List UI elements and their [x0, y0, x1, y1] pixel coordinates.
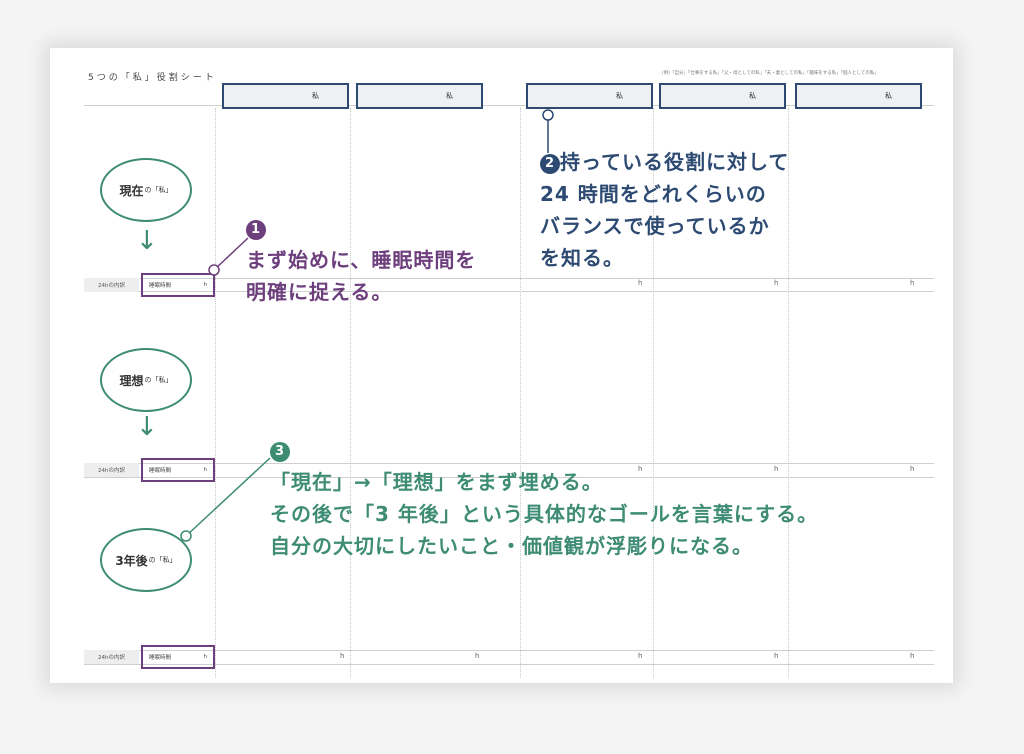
sheet-title: 5つの「私」役割シート — [88, 73, 217, 83]
row-label: 24hの内訳 — [84, 463, 139, 477]
callout-1: 1 まず始めに、睡眠時間を 明確に捉える。 — [246, 220, 477, 304]
hours-unit: h — [638, 465, 643, 473]
role-header-box: 私 — [356, 83, 483, 109]
callout-3: 3 「現在」→「理想」をまず埋める。 その後で「3 年後」という具体的なゴールを… — [270, 442, 819, 558]
hours-unit: h — [910, 465, 915, 473]
role-header-box: 私 — [659, 83, 786, 109]
row-rule — [84, 477, 934, 478]
hours-unit: h — [774, 279, 779, 287]
callout-leaders — [180, 109, 554, 542]
hours-unit: h — [910, 652, 915, 660]
hours-unit: h — [340, 652, 345, 660]
callout-number: 2 — [540, 154, 560, 174]
column-divider — [520, 108, 521, 678]
role-header-box: 私 — [526, 83, 653, 109]
row-rule — [84, 664, 934, 665]
row-rule — [84, 650, 934, 651]
row-label: 24hの内訳 — [84, 278, 139, 292]
role-header-box: 私 — [795, 83, 922, 109]
down-arrow-icon: ↓ — [136, 226, 158, 256]
hours-unit: h — [774, 465, 779, 473]
callout-number: 3 — [270, 442, 290, 462]
stage-circle-ideal: 理想の「私」 — [100, 348, 192, 412]
column-divider — [350, 108, 351, 678]
header-rule — [84, 105, 934, 106]
role-header-box: 私 — [222, 83, 349, 109]
hours-unit: h — [638, 652, 643, 660]
column-divider — [215, 108, 216, 678]
stage-circle-3-years: 3年後の「私」 — [100, 528, 192, 592]
hours-unit: h — [475, 652, 480, 660]
hours-unit: h — [638, 279, 643, 287]
down-arrow-icon: ↓ — [136, 412, 158, 442]
role-sheet: 5つの「私」役割シート (例)「自分」「仕事をする私」「父・母としての私」「夫・… — [50, 48, 953, 683]
column-divider — [653, 108, 654, 678]
example-note: (例)「自分」「仕事をする私」「父・母としての私」「夫・妻としての私」「趣味をす… — [662, 71, 879, 76]
hours-unit: h — [774, 652, 779, 660]
row-rule — [84, 278, 934, 279]
row-label: 24hの内訳 — [84, 650, 139, 664]
row-rule — [84, 291, 934, 292]
column-divider — [788, 108, 789, 678]
stage-circle-current: 現在の「私」 — [100, 158, 192, 222]
callout-number: 1 — [246, 220, 266, 240]
hours-unit: h — [910, 279, 915, 287]
row-rule — [84, 463, 934, 464]
